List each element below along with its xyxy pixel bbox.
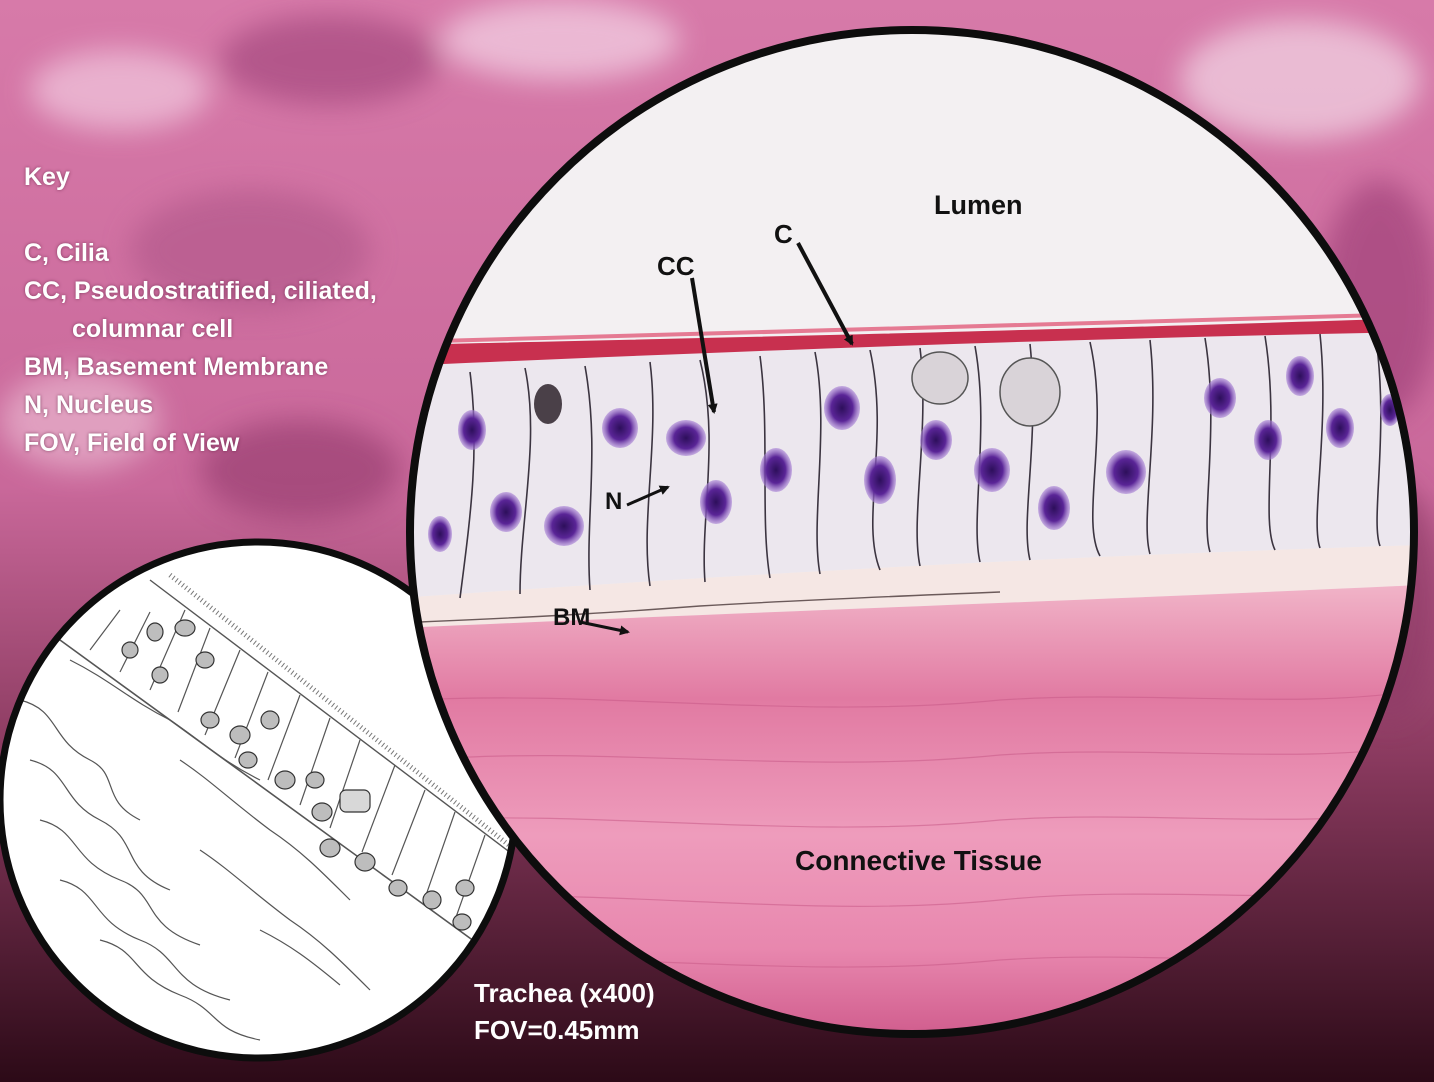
- nucleus: [1254, 420, 1282, 460]
- label-nucleus: N: [605, 488, 622, 515]
- sketch-nucleus: [355, 853, 375, 871]
- label-connective-tissue: Connective Tissue: [795, 845, 1042, 876]
- sketch-nucleus: [196, 652, 214, 668]
- nucleus: [1204, 378, 1236, 418]
- connective-tissue-region: [400, 585, 1420, 1040]
- sketch-nucleus: [122, 642, 138, 658]
- label-cilia: C: [774, 219, 793, 249]
- sketch-nucleus: [456, 880, 474, 896]
- micrograph-circle: [400, 20, 1430, 1040]
- nucleus: [760, 448, 792, 492]
- sketch-nucleus: [453, 914, 471, 930]
- nucleus: [1326, 408, 1354, 448]
- goblet-cell: [912, 352, 968, 404]
- sketch-nucleus: [306, 772, 324, 788]
- nucleus: [1286, 356, 1314, 396]
- label-basement-membrane: BM: [553, 604, 590, 631]
- dark-cell: [534, 384, 562, 424]
- label-columnar-cell: CC: [657, 251, 695, 281]
- sketch-nucleus: [152, 667, 168, 683]
- nucleus: [490, 492, 522, 532]
- nucleus: [544, 506, 584, 546]
- nucleus: [458, 410, 486, 450]
- sketch-goblet-cell: [340, 790, 370, 812]
- sketch-nucleus: [275, 771, 295, 789]
- caption-fov: FOV=0.45mm: [474, 1012, 655, 1049]
- goblet-cell: [1000, 358, 1060, 426]
- nucleus: [428, 516, 452, 552]
- sketch-nucleus: [312, 803, 332, 821]
- nucleus: [602, 408, 638, 448]
- sketch-nucleus: [261, 711, 279, 729]
- sketch-nucleus: [147, 623, 163, 641]
- sketch-nucleus: [389, 880, 407, 896]
- nucleus: [864, 456, 896, 504]
- nucleus: [700, 480, 732, 524]
- sketch-nucleus: [423, 891, 441, 909]
- sketch-nucleus: [201, 712, 219, 728]
- label-lumen: Lumen: [934, 190, 1023, 220]
- sketch-nucleus: [230, 726, 250, 744]
- nucleus: [666, 420, 706, 456]
- caption-title: Trachea (x400): [474, 975, 655, 1012]
- nucleus: [974, 448, 1010, 492]
- nucleus: [1038, 486, 1070, 530]
- sketch-nucleus: [175, 620, 195, 636]
- nucleus: [920, 420, 952, 460]
- nucleus: [824, 386, 860, 430]
- sketch-nucleus: [320, 839, 340, 857]
- sketch-nucleus: [239, 752, 257, 768]
- nucleus: [1106, 450, 1146, 494]
- figure-caption: Trachea (x400) FOV=0.45mm: [474, 975, 655, 1049]
